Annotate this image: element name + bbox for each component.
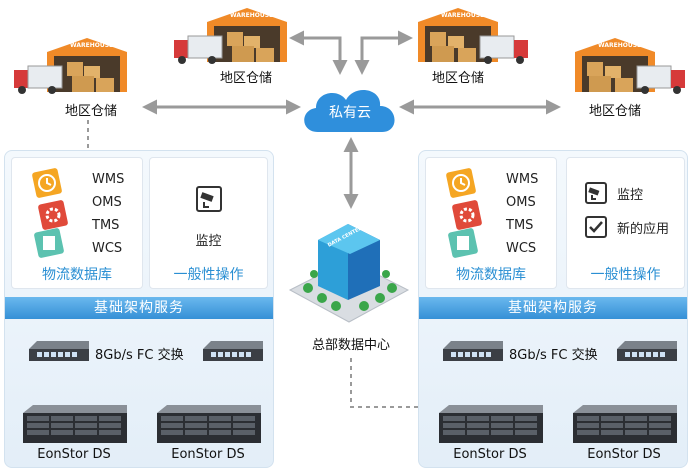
warehouse-truck-icon: [418, 8, 528, 64]
warehouse-top-left: WAREHOUSE: [172, 2, 297, 64]
app-label-wms: WMS: [506, 172, 539, 187]
app-icons-stack: [32, 168, 68, 258]
warehouse-right-1: WAREHOUSE: [565, 32, 690, 94]
storage-array-icon: [157, 405, 261, 443]
camera-monitor-icon: [585, 182, 607, 204]
warehouse-sign: WAREHOUSE: [441, 12, 485, 19]
storage-label: EonStor DS: [37, 447, 111, 462]
app-label-oms: OMS: [506, 195, 536, 210]
general-ops-title: 一般性操作: [173, 267, 244, 283]
switch-label: 8Gb/s FC 交换: [95, 348, 184, 363]
monitor-label: 监控: [195, 234, 222, 249]
new-application-label: 新的应用: [617, 222, 670, 237]
storage-label: EonStor DS: [453, 447, 527, 462]
monitor-label: 监控: [617, 188, 644, 203]
app-label-wcs: WCS: [92, 241, 123, 256]
general-ops-title: 一般性操作: [590, 267, 661, 283]
switch-label: 8Gb/s FC 交换: [509, 348, 598, 363]
warehouse-truck-icon: [575, 38, 685, 94]
warehouse-sign: WAREHOUSE: [598, 42, 642, 49]
hq-label: 总部数据中心: [311, 338, 390, 353]
regional-panel-right: WMS OMS TMS WCS 物流数据库 监控 新的应用 一般性操作 基础架构…: [418, 150, 688, 468]
hq-building: DATA CENTER: [288, 210, 410, 325]
cloud-label: 私有云: [329, 105, 371, 121]
storage-label: EonStor DS: [171, 447, 245, 462]
warehouse-sign: WAREHOUSE: [70, 42, 114, 49]
fc-switch-icon: [203, 341, 263, 361]
infrastructure-bar: 基础架构服务: [5, 297, 273, 319]
warehouse-truck-icon: [174, 8, 287, 64]
warehouse-truck-icon: [14, 38, 127, 94]
logistics-db-title: 物流数据库: [42, 267, 112, 283]
infrastructure-bar: 基础架构服务: [419, 297, 687, 319]
general-ops-card: 监控 一般性操作: [149, 157, 268, 289]
warehouse-label: 地区仓储: [431, 71, 484, 86]
general-ops-card: 监控 新的应用 一般性操作: [566, 157, 685, 289]
app-label-tms: TMS: [506, 218, 534, 233]
storage-array-icon: [439, 405, 543, 443]
checkmark-icon: [585, 216, 607, 238]
warehouse-left-1: WAREHOUSE: [12, 32, 137, 94]
storage-array-icon: [573, 405, 677, 443]
logistics-db-card: WMS OMS TMS WCS 物流数据库: [11, 157, 143, 289]
fc-switch-icon: [617, 341, 677, 361]
cloud-icon: [304, 89, 395, 132]
app-label-wms: WMS: [92, 172, 125, 187]
camera-monitor-icon: [196, 186, 222, 212]
app-label-oms: OMS: [92, 195, 122, 210]
fc-switch-icon: [443, 341, 503, 361]
storage-label: EonStor DS: [587, 447, 661, 462]
data-center-building-icon: [288, 224, 410, 323]
warehouse-label: 地区仓储: [588, 104, 641, 119]
app-label-wcs: WCS: [506, 241, 537, 256]
warehouse-sign: WAREHOUSE: [230, 12, 274, 19]
storage-array-icon: [23, 405, 127, 443]
warehouse-label: 地区仓储: [219, 71, 272, 86]
warehouse-top-right: WAREHOUSE: [408, 2, 533, 64]
private-cloud: 私有云: [298, 80, 402, 138]
app-label-tms: TMS: [92, 218, 120, 233]
logistics-db-card: WMS OMS TMS WCS 物流数据库: [425, 157, 557, 289]
fc-switch-icon: [29, 341, 89, 361]
regional-panel-left: WMS OMS TMS WCS 物流数据库 监控 一般性操作 基础架构服务 8G…: [4, 150, 274, 468]
app-icons-stack: [446, 168, 482, 258]
warehouse-label: 地区仓储: [64, 104, 117, 119]
logistics-db-title: 物流数据库: [456, 267, 526, 283]
